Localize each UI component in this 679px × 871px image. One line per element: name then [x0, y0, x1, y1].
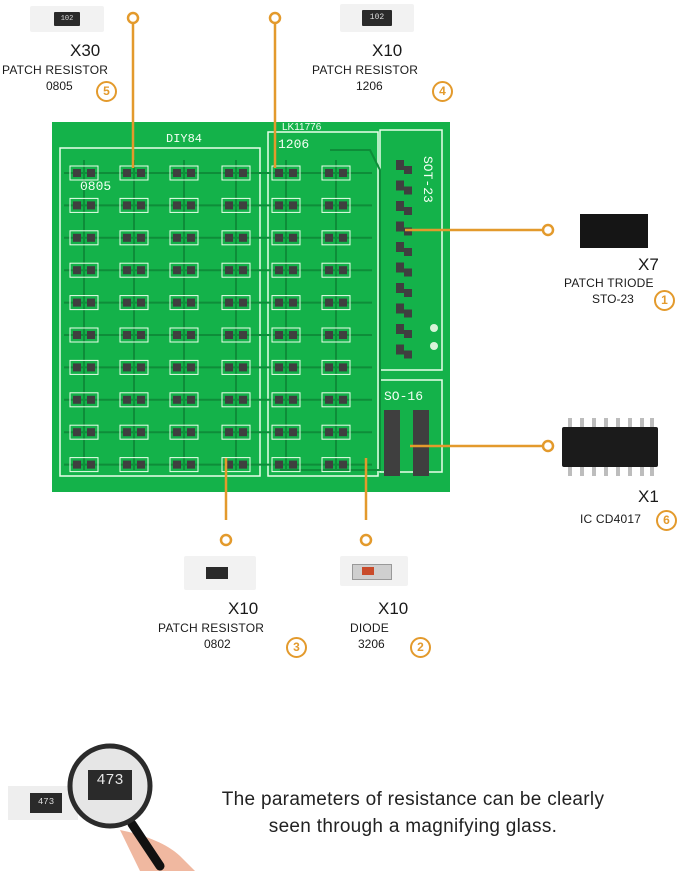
- part-size: 0802: [204, 637, 231, 651]
- ic-chip-image: [562, 418, 658, 476]
- part-name: PATCH RESISTOR: [312, 63, 419, 77]
- mount-hole-2: [430, 342, 438, 350]
- board-label-sot: SOT-23: [420, 156, 435, 203]
- part-qty: X7: [638, 255, 659, 274]
- part-name: DIODE: [350, 621, 390, 635]
- pcb-pads: [69, 160, 412, 473]
- resistor-0802-image: [184, 556, 256, 590]
- part-size: 3206: [358, 637, 385, 651]
- part-number-badge: 5: [96, 81, 117, 102]
- triode-image: [580, 214, 648, 248]
- mount-hole: [430, 324, 438, 332]
- caption-line-2: seen through a magnifying glass.: [268, 816, 558, 837]
- resistor-0805-image: 102: [30, 6, 104, 32]
- board-label-so16: SO-16: [384, 389, 423, 404]
- callout-lines: [131, 18, 548, 520]
- diode-image: [340, 556, 408, 586]
- part-number-badge: 2: [410, 637, 431, 658]
- caption-line-1: The parameters of resistance can be clea…: [221, 789, 605, 810]
- resistor-marking-large: 473: [96, 772, 124, 789]
- callout-dots: [126, 11, 555, 453]
- magnifier-illustration: [8, 743, 195, 871]
- part-name: PATCH TRIODE: [564, 276, 654, 290]
- part-number-badge: 4: [432, 81, 453, 102]
- part-qty: X30: [70, 41, 101, 60]
- part-size: 0805: [46, 79, 73, 93]
- resistor-marking-small: 473: [37, 797, 55, 807]
- pcb-traces: [64, 149, 381, 471]
- zone-0805-outline: [59, 147, 261, 477]
- part-name: IC CD4017: [580, 512, 642, 526]
- part-size: STO-23: [592, 292, 634, 306]
- part-qty: X1: [638, 487, 659, 506]
- callout-bottom-dots: [219, 533, 373, 547]
- part-qty: X10: [372, 41, 403, 60]
- board-label-diy: DIY84: [166, 132, 202, 146]
- zone-1206-outline: [267, 131, 379, 477]
- part-name: PATCH RESISTOR: [2, 63, 109, 77]
- pcb-board: [52, 122, 450, 492]
- part-number-badge: 1: [654, 290, 675, 311]
- part-qty: X10: [228, 599, 259, 618]
- resistor-marking: 102: [60, 15, 74, 23]
- part-number-badge: 3: [286, 637, 307, 658]
- so16-pads: [384, 410, 429, 476]
- part-name: PATCH RESISTOR: [158, 621, 265, 635]
- resistor-marking: 102: [369, 13, 385, 22]
- part-qty: X10: [378, 599, 409, 618]
- pcb-diagram: DIY84 LK11776 1206 0805 SOT-23 SO-16: [52, 11, 555, 520]
- part-size: 1206: [356, 79, 383, 93]
- board-label-1206: 1206: [278, 137, 309, 152]
- board-label-0805: 0805: [80, 179, 111, 194]
- board-label-lk: LK11776: [282, 122, 322, 133]
- resistor-1206-image: 102: [340, 4, 414, 32]
- part-number-badge: 6: [656, 510, 677, 531]
